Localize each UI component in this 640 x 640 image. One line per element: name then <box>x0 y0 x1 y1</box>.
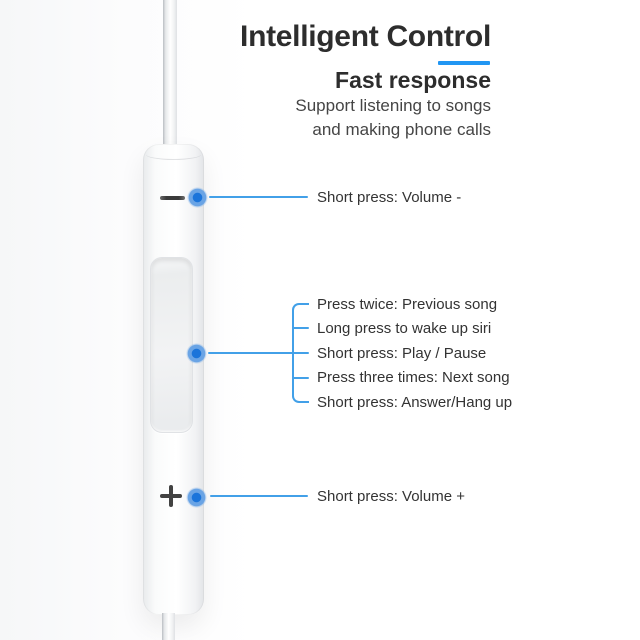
callout-line-center-button <box>208 352 293 354</box>
label-short-press-answer: Short press: Answer/Hang up <box>317 394 513 411</box>
callout-dot-volume-down <box>187 187 208 208</box>
bracket-tick-4 <box>293 377 309 379</box>
label-volume-down: Short press: Volume - <box>317 189 462 206</box>
callout-dot-volume-up <box>186 487 207 508</box>
title-accent-underline <box>438 61 490 65</box>
description-line-2: and making phone calls <box>312 120 491 139</box>
label-press-three-times: Press three times: Next song <box>317 369 510 386</box>
subtitle: Fast response <box>335 67 491 93</box>
remote-top-seam <box>146 149 201 160</box>
label-long-press: Long press to wake up siri <box>317 320 492 337</box>
earphone-cable-bottom <box>162 613 175 640</box>
callout-line-volume-down <box>209 196 308 198</box>
header: Intelligent Control Fast response Suppor… <box>240 22 491 140</box>
callout-dot-center-button <box>186 343 207 364</box>
bracket-tick-3 <box>293 352 309 354</box>
center-multifunction-button <box>150 257 193 433</box>
bracket-tick-2 <box>293 327 309 329</box>
page-title: Intelligent Control <box>240 20 491 53</box>
label-press-twice: Press twice: Previous song <box>317 296 498 313</box>
label-short-press-play: Short press: Play / Pause <box>317 345 487 362</box>
earphone-cable-top <box>163 0 177 146</box>
volume-up-plus-icon <box>169 485 173 507</box>
description-line-1: Support listening to songs <box>295 96 491 115</box>
label-volume-up: Short press: Volume + <box>317 488 465 505</box>
callout-line-volume-up <box>210 495 308 497</box>
volume-down-minus-icon <box>160 196 185 200</box>
